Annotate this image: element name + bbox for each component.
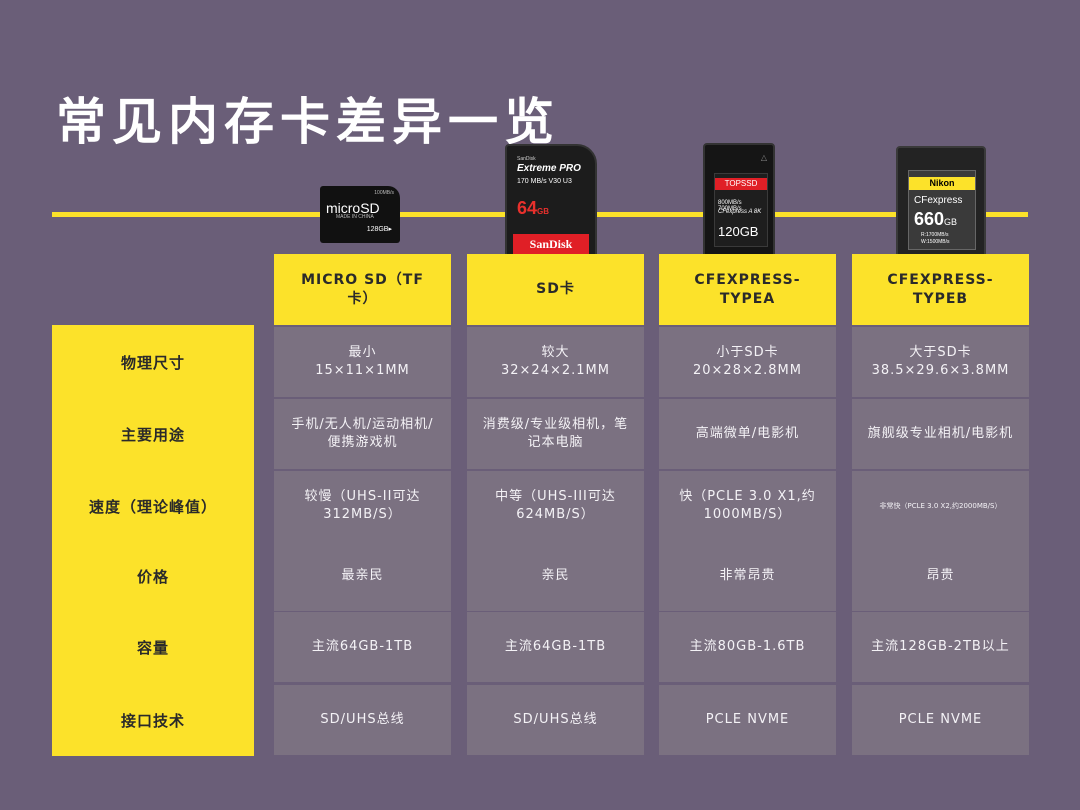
cfa-brand-text: TOPSSD bbox=[715, 178, 767, 190]
table-cell: 小于SD卡 20×28×2.8MM bbox=[659, 327, 836, 397]
microsd-capacity-text: 128GB▸ bbox=[366, 226, 392, 233]
table-cell: 亲民 bbox=[467, 541, 644, 611]
row-label: 容量 bbox=[136, 638, 169, 657]
cfa-capacity-text: 120GB bbox=[718, 224, 759, 239]
table-cell: SD/UHS总线 bbox=[274, 685, 451, 755]
table-cell: 较大 32×24×2.1MM bbox=[467, 327, 644, 397]
row-label-column bbox=[52, 325, 254, 756]
table-cell: 快（PCLE 3.0 X1,约1000MB/S） bbox=[659, 471, 836, 541]
cfb-brand-text: Nikon bbox=[909, 177, 975, 190]
column-header-microsd: MICRO SD（TF卡） bbox=[274, 254, 451, 325]
table-cell: 主流64GB-1TB bbox=[274, 612, 451, 682]
cfa-type-text: CFexpress A 8K bbox=[718, 209, 762, 215]
column-header-cfexpress-b: CFEXPRESS-TYPEB bbox=[852, 254, 1029, 325]
table-cell: 非常昂贵 bbox=[659, 541, 836, 611]
sd-capacity-number: 64 bbox=[517, 198, 538, 218]
column-header-sd: SD卡 bbox=[467, 254, 644, 325]
page-title: 常见内存卡差异一览 bbox=[56, 93, 560, 151]
cfb-capacity-number: 660 bbox=[914, 209, 945, 229]
cfa-speed-text: 800MB/s 700MB/s bbox=[718, 200, 742, 212]
sd-card-image: SanDisk Extreme PRO 170 MB/s V30 U3 64GB… bbox=[505, 144, 597, 264]
sd-speed-text: 170 MB/s V30 U3 bbox=[517, 178, 572, 185]
table-cell: 较慢（UHS-II可达312MB/S） bbox=[274, 471, 451, 541]
table-cell: 高端微单/电影机 bbox=[659, 399, 836, 469]
table-cell: 主流128GB-2TB以上 bbox=[852, 612, 1029, 682]
sd-capacity-unit: GB bbox=[537, 207, 550, 216]
sd-brand-text: SanDisk bbox=[517, 156, 536, 162]
table-cell: PCLE NVME bbox=[852, 685, 1029, 755]
table-cell: 最小 15×11×1MM bbox=[274, 327, 451, 397]
table-cell: SD/UHS总线 bbox=[467, 685, 644, 755]
cfa-label: TOPSSD 800MB/s 700MB/s CFexpress A 8K 12… bbox=[714, 173, 768, 247]
sd-brand-bar: SanDisk bbox=[513, 234, 589, 254]
cfb-write-text: W:1500MB/s bbox=[921, 239, 950, 245]
table-cell: 消费级/专业级相机，笔记本电脑 bbox=[467, 399, 644, 469]
table-cell: 主流64GB-1TB bbox=[467, 612, 644, 682]
table-cell: 大于SD卡 38.5×29.6×3.8MM bbox=[852, 327, 1029, 397]
row-label: 价格 bbox=[136, 567, 169, 586]
microsd-name-text: microSD bbox=[326, 200, 380, 216]
table-cell: 主流80GB-1.6TB bbox=[659, 612, 836, 682]
table-cell: 中等（UHS-III可达624MB/S） bbox=[467, 471, 644, 541]
table-cell: 非常快（PCLE 3.0 X2,约2000MB/S） bbox=[852, 471, 1029, 541]
microsd-made-text: MADE IN CHINA bbox=[336, 214, 374, 220]
table-cell: 手机/无人机/运动相机/便携游戏机 bbox=[274, 399, 451, 469]
cfb-capacity-unit: GB bbox=[944, 217, 958, 227]
microsd-speed-text: 100MB/s bbox=[374, 190, 394, 196]
table-cell: PCLE NVME bbox=[659, 685, 836, 755]
row-label: 速度（理论峰值） bbox=[88, 497, 217, 516]
row-label: 接口技术 bbox=[120, 711, 185, 730]
table-cell: 最亲民 bbox=[274, 541, 451, 611]
cfb-read-text: R:1700MB/s bbox=[921, 232, 949, 238]
cfb-capacity: 660GB bbox=[914, 209, 957, 230]
row-label: 主要用途 bbox=[120, 425, 185, 444]
cfexpress-a-card-image: △ TOPSSD 800MB/s 700MB/s CFexpress A 8K … bbox=[703, 143, 775, 263]
table-cell: 昂贵 bbox=[852, 541, 1029, 611]
sd-line-text: Extreme PRO bbox=[517, 163, 581, 174]
microsd-card-image: 100MB/s microSD MADE IN CHINA 128GB▸ bbox=[320, 186, 400, 243]
table-cell: 旗舰级专业相机/电影机 bbox=[852, 399, 1029, 469]
row-label: 物理尺寸 bbox=[120, 353, 185, 372]
column-header-cfexpress-a: CFEXPRESS-TYPEA bbox=[659, 254, 836, 325]
cfb-line-text: CFexpress bbox=[914, 195, 963, 206]
triangle-icon: △ bbox=[760, 153, 767, 162]
sd-capacity: 64GB bbox=[517, 198, 549, 219]
